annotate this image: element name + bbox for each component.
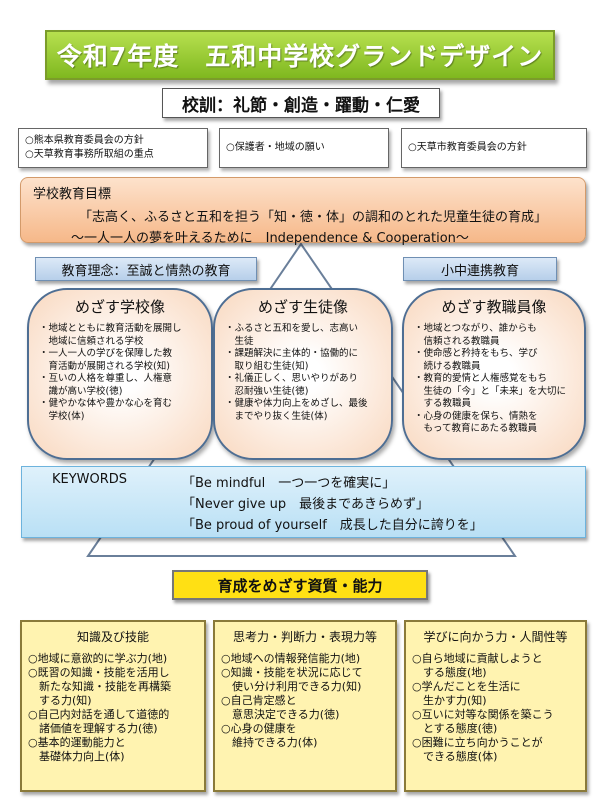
oval-title: めざす学校像 — [74, 298, 165, 316]
oval-items: ・地域とつながり、誰からも 信頼される教職員・使命感と矜持をもち、学び 続ける教… — [414, 323, 574, 436]
source-line: ○保護者・地域の願い — [226, 142, 325, 153]
keywords-label: KEYWORDS — [52, 472, 128, 487]
keyword-line: 「Be proud of yourself 成長した自分に誇りを」 — [182, 518, 483, 533]
quality-item: ○基本的運動能力と — [28, 736, 126, 749]
quality-thinking-box: 思考力・判断力・表現力等 ○地域への情報発信能力(地)○知識・技能を状況に応じて… — [213, 620, 397, 792]
oval-item: 地域に信頼される学校 — [39, 335, 144, 347]
oval-item: 学校(体) — [39, 410, 85, 422]
goal-line: 「志高く、ふるさと五和を担う「知・徳・体」の調和のとれた児童生徒の育成」 — [79, 210, 548, 225]
quality-item: 新たな知識・技能を再構築 — [28, 680, 171, 693]
source-line: ○天草市教育委員会の方針 — [408, 142, 527, 153]
quality-item: できる態度(体) — [412, 750, 498, 763]
oval-item: ・教育的愛情と人権感覚をもち — [414, 373, 548, 384]
oval-items: ・地域とともに教育活動を展開し 地域に信頼される学校・一人一人の学びを保障した教… — [39, 323, 201, 423]
quality-item: ○地域に意欲的に学ぶ力(地) — [28, 652, 168, 665]
oval-items: ・ふるさと五和を愛し、志高い 生徒・課題解決に主体的・協働的に 取り組む生徒(知… — [225, 323, 381, 423]
oval-item: ・一人一人の学びを保障した教 — [39, 348, 173, 359]
ideal-student-oval: めざす生徒像 ・ふるさと五和を愛し、志高い 生徒・課題解決に主体的・協働的に 取… — [213, 288, 393, 460]
oval-item: ・礼儀正しく、思いやりがあり — [225, 373, 359, 384]
source-line: ○熊本県教育委員会の方針 — [25, 135, 144, 146]
quality-title: 思考力・判断力・表現力等 — [232, 630, 377, 644]
keywords-box: KEYWORDS 「Be mindful 一つ一つを確実に」 「Never gi… — [21, 466, 586, 538]
school-education-goal: 学校教育目標 「志高く、ふるさと五和を担う「知・徳・体」の調和のとれた児童生徒の… — [20, 177, 586, 246]
oval-item: ・地域とつながり、誰からも — [414, 323, 537, 334]
quality-item: 維持できる力(体) — [221, 736, 318, 749]
quality-item: ○自己肯定感と — [221, 694, 297, 707]
education-philosophy-label: 教育理念：至誠と情熱の教育 — [35, 257, 257, 281]
oval-item: 生徒 — [225, 335, 254, 347]
keyword-line: 「Be mindful 一つ一つを確実に」 — [182, 476, 396, 491]
oval-item: ・地域とともに教育活動を展開し — [39, 323, 182, 334]
quality-item: する力(知) — [28, 694, 92, 707]
school-motto: 校訓：礼節・創造・躍動・仁愛 — [162, 88, 440, 118]
quality-attitude-box: 学びに向かう力・人間性等 ○自ら地域に貢献しようと する態度(地)○学んだことを… — [404, 620, 587, 792]
quality-items: ○地域に意欲的に学ぶ力(地)○既習の知識・技能を活用し 新たな知識・技能を再構築… — [28, 652, 198, 764]
quality-item: ○困難に立ち向かうことが — [412, 736, 543, 749]
oval-item: 取り組む生徒(知) — [225, 360, 309, 372]
quality-knowledge-box: 知識及び技能 ○地域に意欲的に学ぶ力(地)○既習の知識・技能を活用し 新たな知識… — [20, 620, 206, 792]
quality-item: 基礎体力向上(体) — [28, 750, 125, 763]
quality-title: 学びに向かう力・人間性等 — [423, 630, 568, 644]
ideal-school-oval: めざす学校像 ・地域とともに教育活動を展開し 地域に信頼される学校・一人一人の学… — [27, 288, 213, 460]
quality-item: ○既習の知識・技能を活用し — [28, 666, 170, 679]
oval-item: もって教育にあたる教職員 — [414, 423, 538, 434]
source-prefecture-policy: ○熊本県教育委員会の方針 ○天草教育事務所取組の重点 — [18, 128, 208, 168]
source-line: ○天草教育事務所取組の重点 — [25, 149, 154, 160]
oval-item: ・健やかな体や豊かな心を育む — [39, 398, 173, 409]
oval-title: めざす生徒像 — [257, 298, 348, 316]
quality-item: ○知識・技能を状況に応じて — [221, 666, 363, 679]
oval-item: ・ふるさと五和を愛し、志高い — [225, 323, 359, 334]
cooperation-label: 小中連携教育 — [403, 257, 557, 281]
quality-item: ○地域への情報発信能力(地) — [221, 652, 361, 665]
oval-item: までやり抜く生徒(体) — [225, 410, 328, 422]
goal-line: ～一人一人の夢を叶えるために Independence & Cooperatio… — [71, 231, 469, 246]
page-title: 令和7年度 五和中学校グランドデザイン — [45, 30, 555, 80]
oval-title: めざす教職員像 — [441, 298, 547, 316]
oval-item: 忍耐強い生徒(徳) — [225, 385, 309, 397]
oval-item: 識が高い学校(徳) — [39, 385, 123, 397]
keyword-line: 「Never give up 最後まであきらめず」 — [182, 497, 429, 512]
oval-item: ・互いの人格を尊重し、人権意 — [39, 373, 173, 384]
source-city-policy: ○天草市教育委員会の方針 — [401, 128, 587, 168]
oval-item: ・健康や体力向上をめざし、最後 — [225, 398, 368, 409]
quality-title: 知識及び技能 — [76, 630, 149, 644]
oval-item: 育活動が展開される学校(知) — [39, 360, 170, 372]
oval-item: する教職員 — [414, 398, 472, 409]
source-community-wishes: ○保護者・地域の願い — [219, 128, 389, 168]
quality-item: 生かす力(知) — [412, 694, 487, 707]
quality-item: 使い分け利用できる力(知) — [221, 680, 362, 693]
oval-item: ・心身の健康を保ち、情熱を — [414, 410, 538, 422]
oval-item: 信頼される教職員 — [414, 335, 500, 347]
oval-item: ・課題解決に主体的・協働的に — [225, 348, 359, 359]
oval-item: 続ける教職員 — [414, 360, 481, 372]
quality-item: 意思決定できる力(徳) — [221, 708, 340, 721]
quality-item: ○自己内対話を通して道徳的 — [28, 708, 170, 721]
goal-heading: 学校教育目標 — [33, 187, 112, 202]
quality-item: ○自ら地域に貢献しようと — [412, 652, 543, 665]
qualities-heading: 育成をめざす資質・能力 — [172, 570, 428, 600]
quality-item: する態度(地) — [412, 666, 487, 679]
quality-items: ○地域への情報発信能力(地)○知識・技能を状況に応じて 使い分け利用できる力(知… — [221, 652, 389, 750]
oval-item: 生徒の「今」と「未来」を大切に — [414, 385, 567, 397]
quality-item: とする態度(徳) — [412, 722, 498, 735]
quality-item: 諸価値を理解する力(徳) — [28, 722, 158, 735]
ideal-staff-oval: めざす教職員像 ・地域とつながり、誰からも 信頼される教職員・使命感と矜持をもち… — [402, 288, 586, 460]
quality-item: ○互いに対等な関係を築こう — [412, 708, 554, 721]
oval-item: ・使命感と矜持をもち、学び — [414, 348, 538, 359]
quality-item: ○心身の健康を — [221, 722, 297, 735]
quality-items: ○自ら地域に貢献しようと する態度(地)○学んだことを生活に 生かす力(知)○互… — [412, 652, 579, 764]
quality-item: ○学んだことを生活に — [412, 680, 521, 693]
